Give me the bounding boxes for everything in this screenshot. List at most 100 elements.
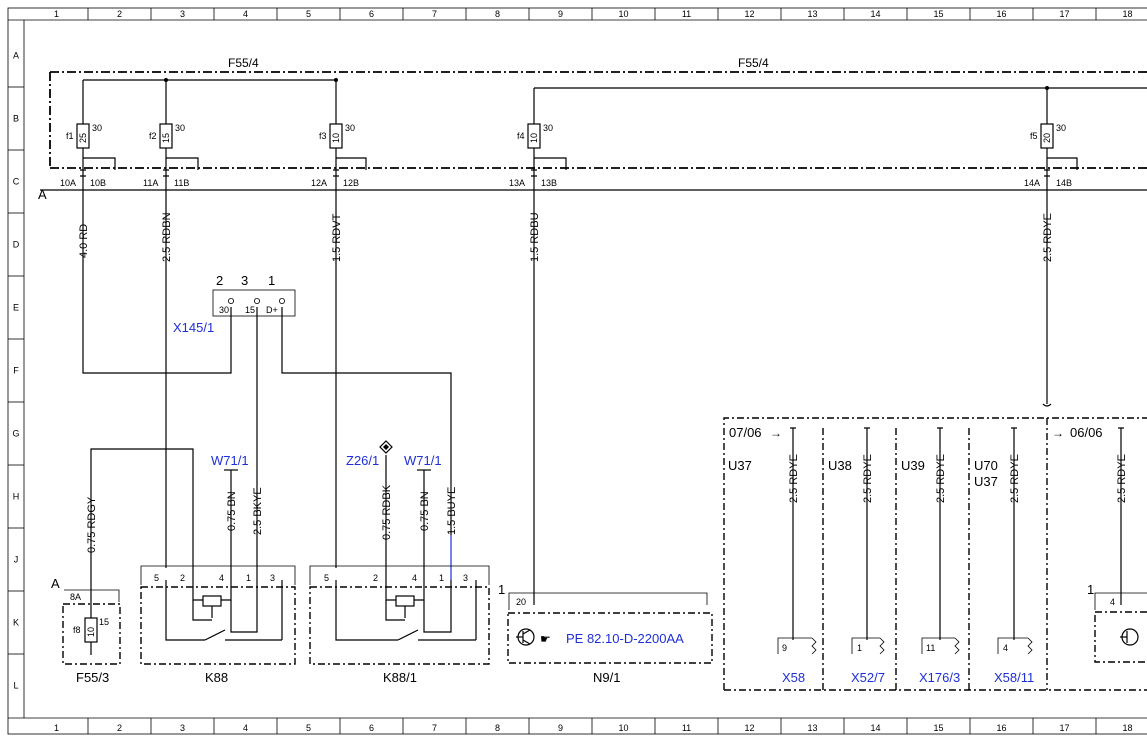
k88-pin-4: 4	[219, 573, 224, 583]
x52-7-name[interactable]: X52/7	[851, 670, 885, 685]
n91-marker: 1	[498, 582, 505, 597]
relay-k88-1: 5 2 4 1 3 K88/1	[309, 565, 490, 685]
f553-fuse-pin: 15	[99, 617, 109, 627]
grid-column-label: 4	[243, 723, 248, 733]
grid-column-label: 8	[495, 9, 500, 19]
wire-label-w7: 0.75 BN	[226, 491, 238, 531]
grid-row-label: E	[13, 303, 19, 313]
module-n9-1: 1 20 ☛ PE 82.10-D-2200AA N9/1	[498, 582, 713, 685]
wire-label-w12: 2.5 RDYE	[788, 454, 800, 503]
grid-column-label: 12	[744, 9, 754, 19]
branch-x58: 9 X58 2.5 RDYE	[777, 427, 817, 685]
fuse-f3-name: f3	[319, 131, 327, 141]
grid-row-label: H	[13, 492, 20, 502]
group-u37-b: U37	[974, 474, 998, 489]
group-u38: U38	[828, 458, 852, 473]
fuse-f3-pin: 30	[345, 123, 355, 133]
n91-ref-link[interactable]: PE 82.10-D-2200AA	[566, 631, 684, 646]
k88-name: K88	[205, 670, 228, 685]
distribution-block: 07/06 06/06 → → U37 U38 U39 U70 U37 9 X5…	[723, 400, 1147, 691]
branch-right: 1 4 2.5 RDYE	[1087, 427, 1147, 663]
grid-row-label: J	[14, 555, 19, 565]
grid-column-label: 7	[432, 723, 437, 733]
fuse-box-label-right: F55/4	[738, 56, 769, 70]
grid-column-label: 10	[618, 9, 628, 19]
connector-x145-1: 2 3 1 30 15 D+ X145/1	[173, 273, 296, 335]
ground-w71-b[interactable]: W71/1	[404, 453, 442, 468]
k881-pin-4: 4	[412, 573, 417, 583]
ground-z26[interactable]: Z26/1	[346, 453, 379, 468]
ref-right: 06/06	[1070, 425, 1103, 440]
fuse-f1-name: f1	[66, 131, 74, 141]
group-u70: U70	[974, 458, 998, 473]
fuse-f2-rating: 15	[161, 133, 171, 143]
wire-label-w16: 2.5 RDYE	[1116, 454, 1128, 503]
fuse-f1: f1 25 30 10A 10B	[60, 80, 116, 188]
wire-label-w2: 2.5 RDBN	[161, 212, 173, 262]
fuse-f4-name: f4	[517, 131, 525, 141]
terminal-12a: 12A	[311, 178, 327, 188]
f553-name: F55/3	[76, 670, 109, 685]
fuse-f4-pin: 30	[543, 123, 553, 133]
x176-3-pin: 11	[926, 643, 935, 653]
wire-label-w8: 2.5 BKYE	[252, 487, 264, 535]
terminal-13b: 13B	[541, 178, 557, 188]
grid-column-label: 17	[1059, 9, 1069, 19]
grid-column-label: 16	[996, 723, 1006, 733]
terminal-12b: 12B	[343, 178, 359, 188]
grid-column-label: 8	[495, 723, 500, 733]
grid-column-label: 15	[933, 723, 943, 733]
fuse-f4-rating: 10	[529, 133, 539, 143]
n91-name: N9/1	[593, 670, 620, 685]
arrow-right-icon: →	[770, 426, 782, 440]
ground-w71-a[interactable]: W71/1	[211, 453, 249, 468]
grid-row-label: A	[13, 51, 19, 61]
fuse-f1-pin: 30	[92, 123, 102, 133]
branch-x52-7: 1 X52/7 2.5 RDYE	[851, 427, 885, 685]
right-pin: 4	[1110, 597, 1115, 607]
x176-3-name[interactable]: X176/3	[919, 670, 960, 685]
x145-pin-number-3: 3	[241, 273, 248, 288]
grid-column-label: 13	[807, 723, 817, 733]
x145-pin-label-15: 15	[245, 305, 255, 315]
fuse-f1-rating: 25	[78, 133, 88, 143]
k881-pin-5: 5	[324, 573, 329, 583]
branch-x176-3: 11 X176/3 2.5 RDYE	[919, 427, 960, 685]
grid-column-label: 16	[996, 9, 1006, 19]
fuse-f5-rating: 20	[1042, 133, 1052, 143]
terminal-11b: 11B	[174, 178, 189, 188]
grid-column-label: 6	[369, 9, 374, 19]
grid-column-label: 6	[369, 723, 374, 733]
grid-column-label: 11	[682, 723, 691, 733]
grid-column-label: 15	[933, 9, 943, 19]
terminal-11a: 11A	[143, 178, 158, 188]
wire-label-w11: 1.5 BUYE	[446, 487, 458, 535]
grid-row-label: C	[13, 177, 20, 187]
grid-column-label: 5	[306, 9, 311, 19]
x58-11-name[interactable]: X58/11	[994, 670, 1034, 685]
grid-column-label: 18	[1122, 9, 1132, 19]
wire-label-w9: 0.75 RDBK	[381, 484, 393, 540]
grid-column-label: 7	[432, 9, 437, 19]
wire-label-w14: 2.5 RDYE	[935, 454, 947, 503]
grid-row-label: B	[13, 114, 19, 124]
grid-row-label: L	[13, 681, 18, 691]
f553-fuse-name: f8	[73, 625, 81, 635]
wire-label-w15: 2.5 RDYE	[1009, 454, 1021, 503]
x58-name[interactable]: X58	[782, 670, 805, 685]
terminal-14b: 14B	[1056, 178, 1072, 188]
branch-x58-11: 4 X58/11 2.5 RDYE	[994, 427, 1034, 685]
wire-label-w4: 1.5 RDBU	[529, 212, 541, 262]
grid-column-label: 11	[682, 9, 691, 19]
x145-pin-label-30: 30	[219, 305, 229, 315]
wire-label-w10: 0.75 BN	[419, 491, 431, 531]
transistor-icon	[516, 628, 535, 646]
f553-terminal: 8A	[70, 592, 81, 602]
grid-column-label: 5	[306, 723, 311, 733]
bus-label-a: A	[38, 187, 47, 202]
k881-pin-2: 2	[373, 573, 378, 583]
x145-name[interactable]: X145/1	[173, 320, 214, 335]
grid-column-label: 1	[54, 723, 59, 733]
ref-left: 07/06	[729, 425, 762, 440]
